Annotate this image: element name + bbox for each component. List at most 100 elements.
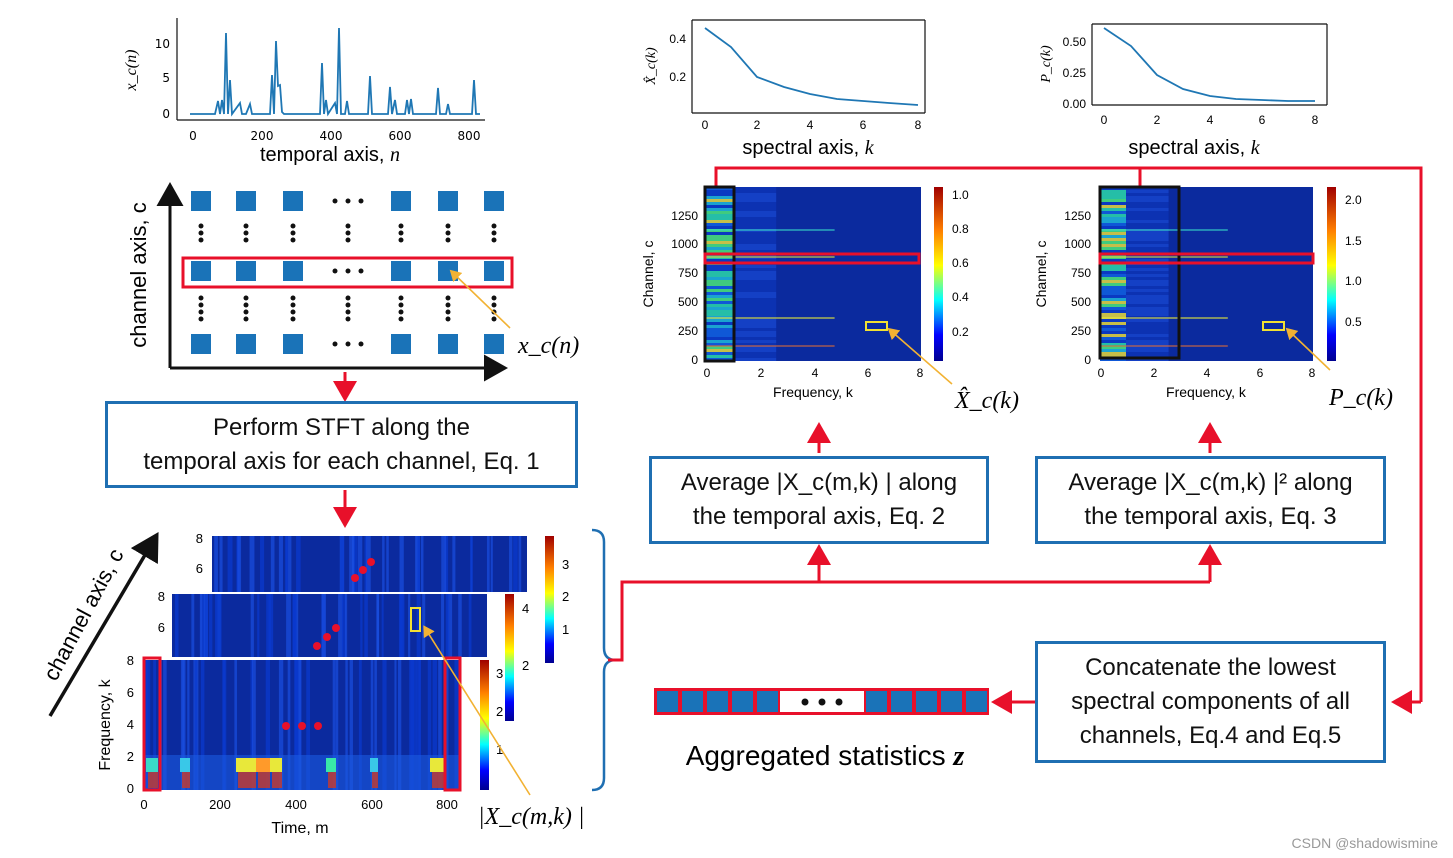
xhat-hm-xtick-8: 8	[917, 366, 924, 380]
pc-hm-ytick-0: 0	[1084, 353, 1091, 367]
xhat-hm-xtick-2: 2	[758, 366, 765, 380]
average-magnitude-box: Average |X_c(m,k) | along the temporal a…	[649, 456, 989, 544]
spectrogram-mid-cbar-4: 4	[522, 601, 529, 616]
channel-sample-square	[283, 334, 303, 354]
pc-hm-cbar-0.5: 0.5	[1345, 315, 1362, 329]
spectrogram-xtick-200: 200	[209, 797, 231, 812]
spectrogram-back-cbar-2: 2	[562, 589, 569, 604]
channel-sample-square	[236, 191, 256, 211]
signal-plot-xtick-800: 800	[458, 129, 481, 143]
xhat-plot-line	[704, 27, 919, 106]
pc-hm-ytick-250: 250	[1071, 324, 1091, 338]
channel-sample-square	[438, 261, 458, 281]
pc-hm-cbar-2.0: 2.0	[1345, 193, 1362, 207]
signal-plot: 10 5 0 0 200 400 600 800 x_c(n) temporal…	[123, 18, 485, 166]
stft-step-line2: temporal axis for each channel, Eq. 1	[143, 447, 540, 475]
pc-hm-ytick-750: 750	[1071, 266, 1091, 280]
spectrogram-mid-ytick-8: 8	[158, 589, 165, 604]
spectrogram-first-column-box	[142, 656, 162, 792]
channel-sample-square	[191, 191, 211, 211]
signal-plot-xtick-400: 400	[320, 129, 343, 143]
signal-plot-line	[190, 27, 480, 117]
spectrogram-xtick-0: 0	[140, 797, 147, 812]
pc-xlabel-var: k	[1251, 137, 1261, 159]
xhat-hm-ytick-500: 500	[678, 295, 698, 309]
signal-pointer	[449, 269, 511, 329]
spectrogram-back-ytick-6: 6	[196, 561, 203, 576]
concatenate-line1: Concatenate the lowest	[1085, 654, 1336, 681]
pc-ytick-0.00: 0.00	[1063, 97, 1087, 111]
stft-step-box: Perform STFT along the temporal axis for…	[105, 401, 578, 488]
channel-sample-square	[391, 334, 411, 354]
pc-ytick-0.25: 0.25	[1063, 66, 1087, 80]
spectrogram-ytick-2: 2	[127, 749, 134, 764]
xhat-ylabel: X̂_c(k)	[643, 47, 659, 86]
pc-plot-line	[1103, 27, 1315, 102]
signal-plot-xtick-600: 600	[389, 129, 412, 143]
xhat-hm-ytick-750: 750	[678, 266, 698, 280]
xhat-heatmap-cell	[865, 321, 888, 331]
xhat-hm-pointer	[887, 327, 953, 385]
signal-plot-ytick-5: 5	[162, 71, 170, 85]
spectrogram-last-column-box	[443, 656, 462, 792]
pc-heatmap-colorbar	[1327, 187, 1336, 361]
xhat-hm-ytick-0: 0	[691, 353, 698, 367]
average-power-line2: the temporal axis, Eq. 3	[1084, 503, 1337, 530]
xhat-hm-cbar-1.0: 1.0	[952, 188, 969, 202]
pc-xlabel-text: spectral axis,	[1128, 137, 1250, 159]
spectrogram-xtick-400: 400	[285, 797, 307, 812]
xhat-hm-ylabel: Channel, c	[640, 241, 656, 308]
pc-hm-pointer-label: P_c(k)	[1328, 385, 1393, 411]
signal-plot-xlabel-text: temporal axis,	[260, 144, 390, 166]
xhat-hm-ytick-1000: 1000	[671, 237, 698, 251]
signal-label: x_c(n)	[517, 333, 579, 359]
channel-sample-square	[391, 191, 411, 211]
concatenate-line3: channels, Eq.4 and Eq.5	[1079, 722, 1342, 749]
xhat-hm-pointer-label: X̂_c(k)	[954, 387, 1019, 414]
xhat-hm-ytick-250: 250	[678, 324, 698, 338]
average-magnitude-line1: Average |X_c(m,k) | along	[680, 469, 958, 496]
xhat-xtick-4: 4	[807, 118, 814, 132]
spectrogram-ylabel: Frequency, k	[97, 678, 114, 770]
spectrogram-front-cbar-1: 1	[496, 742, 503, 757]
aggregated-vector: Aggregated statistics z	[654, 688, 989, 772]
xhat-heatmap-colorbar	[934, 187, 943, 361]
spectrogram-back-colorbar	[545, 536, 554, 663]
spectrogram-mid-ytick-6: 6	[158, 620, 165, 635]
pc-xtick-0: 0	[1101, 113, 1108, 127]
xhat-hm-xlabel: Frequency, k	[773, 384, 854, 400]
pc-hm-xtick-4: 4	[1204, 366, 1211, 380]
pc-plot: 0.50 0.25 0.00 0 2 4 6 8 P_c(k) spectral…	[1039, 23, 1328, 159]
xhat-hm-xtick-6: 6	[865, 366, 872, 380]
pc-ylabel: P_c(k)	[1039, 45, 1054, 84]
xhat-hm-cbar-0.6: 0.6	[952, 256, 969, 270]
spectrogram-xtick-800: 800	[436, 797, 458, 812]
magnitude-label: |X_c(m,k) |	[478, 804, 584, 830]
xhat-xtick-0: 0	[702, 118, 709, 132]
channel-grid-squares	[191, 191, 504, 354]
xhat-xlabel-text: spectral axis,	[742, 137, 864, 159]
pc-heatmap-cell	[1262, 321, 1285, 331]
spectrogram-front-cbar-2: 2	[496, 704, 503, 719]
channel-sample-square	[484, 261, 504, 281]
spectrogram-front-cbar-3: 3	[496, 666, 503, 681]
red-connectors	[608, 166, 1423, 714]
spectrogram-mid-cbar-2: 2	[522, 658, 529, 673]
channel-sample-square	[484, 334, 504, 354]
concatenate-line2: spectral components of all	[1071, 688, 1350, 715]
spectrogram-back-cbar-1: 1	[562, 622, 569, 637]
aggregated-cell	[916, 691, 937, 712]
magnitude-pointer	[423, 625, 531, 796]
pc-hm-ylabel: Channel, c	[1033, 241, 1049, 308]
channel-sample-square	[391, 261, 411, 281]
xhat-hm-xtick-4: 4	[812, 366, 819, 380]
signal-plot-ytick-10: 10	[155, 37, 170, 51]
pc-xtick-8: 8	[1312, 113, 1319, 127]
pc-heatmap-lowfreq-column	[1098, 185, 1181, 360]
xhat-heatmap: 1.0 0.8 0.6 0.4 0.2 1250 1000 750 500 25…	[640, 185, 1019, 414]
concatenate-box: Concatenate the lowest spectral componen…	[1035, 641, 1386, 763]
pc-hm-ytick-500: 500	[1071, 295, 1091, 309]
aggregated-cell	[707, 691, 728, 712]
xhat-xlabel-var: k	[865, 137, 875, 159]
